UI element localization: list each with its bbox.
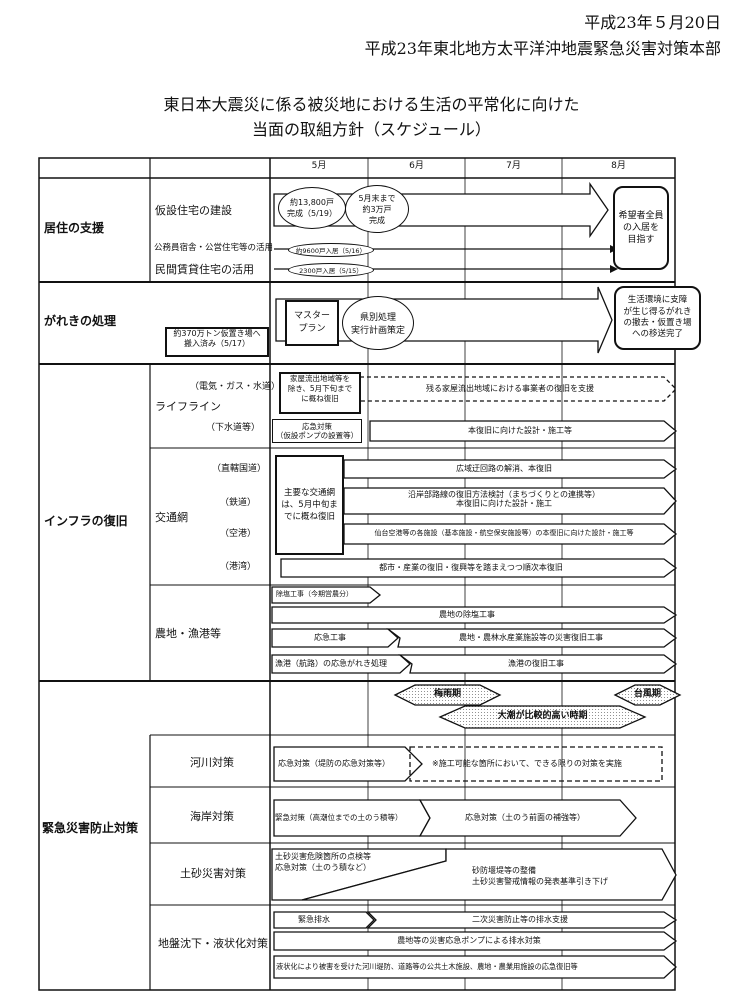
river-emergency-text: 応急対策（堤防の応急対策等） (278, 759, 390, 768)
typhoon-season-label: 台風期 (633, 689, 661, 699)
subsidence-repair-arrow (273, 955, 677, 979)
subsidence-support-arrow (366, 911, 678, 929)
infra-section-label: インフラの復旧 (44, 514, 128, 528)
airport-arrow (343, 523, 678, 545)
agri-emergency-arrow (271, 628, 399, 648)
transport-sub-national-road: （直轄国道） (212, 464, 267, 474)
transport-restored-box: 主要な交通網 は、5月中旬ま でに概ね復旧 (275, 455, 344, 555)
transport-sub-railway: （鉄道） (220, 498, 257, 508)
subsidence-pump-arrow (273, 931, 678, 951)
month-july: 7月 (506, 161, 521, 171)
agri-desalt-arrow (271, 606, 678, 624)
rail-arrow (343, 487, 677, 515)
rainy-season-diamond (393, 684, 502, 706)
river-note-text: ※施工可能な箇所において、できる限りの対策を実施 (432, 759, 622, 768)
transport-label: 交通網 (155, 511, 188, 524)
document-title-line1: 東日本大震災に係る被災地における生活の平常化に向けた (163, 95, 580, 114)
port-arrow (280, 558, 678, 578)
agri-desalt-short-arrow (271, 586, 382, 604)
month-june: 6月 (409, 161, 424, 171)
port-text: 都市・産業の復旧・復興等を踏まえつつ順次本復旧 (379, 563, 563, 572)
river-arrow (273, 746, 423, 782)
subsidence-pump-text: 農地等の災害応急ポンプによる排水対策 (397, 936, 541, 945)
sediment-label: 土砂災害対策 (180, 867, 246, 880)
debris-section-label: がれきの処理 (44, 314, 117, 328)
sediment-works-arrow (301, 848, 677, 901)
housing-target-oval: 5月末まで 約3万戸 完成 (345, 185, 409, 233)
subsidence-repair-text: 液状化により被害を受けた河川堤防、道路等の公共土木施設、農地・農業用施設の応急復… (276, 962, 578, 971)
high-tide-diamond (438, 705, 647, 729)
road-arrow (343, 459, 678, 479)
sewer-restoration-text: 本復旧に向けた設計・施工等 (468, 426, 572, 435)
masterplan-box: マスター プラン (285, 300, 339, 346)
row-private-housing: 民間賃貸住宅の活用 (155, 263, 254, 276)
agri-restoration-arrow (386, 628, 678, 648)
debris-goal-box: 生活環境に支障 が生じ得るがれき の撤去・仮置き場 への移送完了 (614, 286, 701, 350)
high-tide-label: 大潮が比較的高い時期 (497, 711, 588, 721)
subsidence-drain-text: 緊急排水 (298, 915, 330, 924)
sediment-works-text: 砂防堰堤等の整備 土砂災害警戒情報の発表基準引き下げ (472, 866, 608, 886)
subsidence-support-text: 二次災害防止等の排水支援 (472, 915, 568, 924)
debris-transported-note: 約370万トン仮置き場へ 搬入済み（5/17） (165, 327, 269, 357)
port-restoration-arrow (398, 654, 678, 674)
subsidence-drain-arrow (273, 911, 375, 929)
lifeline-sub-sewer: （下水道等） (206, 423, 261, 433)
port-debris-arrow (271, 654, 411, 674)
river-note-arrow (409, 746, 663, 782)
agri-desalt-text: 農地の除塩工事 (439, 610, 495, 619)
lifeline-support-text: 残る家屋流出地域における事業者の復旧を支援 (426, 384, 594, 393)
lifeline-label: ライフライン (155, 400, 221, 413)
row-public-housing: 公務員宿舎・公営住宅等の活用 (154, 243, 274, 253)
disaster-section-label: 緊急災害防止対策 (42, 821, 139, 835)
subsidence-label: 地盤沈下・液状化対策 (158, 937, 268, 950)
rainy-season-label: 梅雨期 (433, 689, 461, 699)
coast-emergency-text: 緊急対策（高潮位までの土のう積等） (275, 813, 403, 822)
coast-urgent-arrow (418, 799, 637, 837)
agri-emergency-text: 応急工事 (314, 633, 346, 642)
lifeline-restored-box: 家屋流出地域等を 除き、5月下旬まで に概ね復旧 (279, 372, 361, 414)
coast-urgent-text: 応急対策（土のう前面の補強等） (465, 813, 585, 822)
lifeline-sub-utilities: （電気・ガス・水道） (190, 382, 281, 392)
issuing-organization: 平成23年東北地方太平洋沖地震緊急災害対策本部 (364, 39, 721, 58)
prefectural-plan-oval: 県別処理 実行計画策定 (342, 296, 414, 350)
river-label: 河川対策 (190, 756, 234, 769)
airport-text: 仙台空港等の各施設（基本施設・航空保安施設等）の本復旧に向けた設計・施工等 (374, 529, 634, 537)
housing-completed-oval: 約13,800戸 完成（5/19） (278, 187, 346, 229)
document-date: 平成23年５月20日 (584, 13, 721, 32)
rail-text: 沿岸部路線の復旧方法検討（まちづくりとの連携等） 本復旧に向けた設計・施工 (408, 490, 600, 508)
housing-goal-box: 希望者全員 の入居を 目指す (613, 186, 669, 270)
sewer-arrow (369, 420, 678, 442)
row-temporary-housing: 仮設住宅の建設 (155, 204, 232, 217)
coast-label: 海岸対策 (190, 810, 234, 823)
housing-section-label: 居住の支援 (44, 221, 105, 235)
agri-restoration-text: 農地・農林水産業施設等の災害復旧工事 (459, 633, 603, 642)
road-text: 広域迂回路の解消、本復旧 (456, 464, 552, 473)
sediment-emergency-text: 土砂災害危険箇所の点検等 応急対策（土のう積など） (275, 852, 371, 872)
public-housing-oval: 約9600戸入居（5/16） (288, 243, 374, 257)
typhoon-season-diamond (613, 684, 682, 706)
port-debris-text: 漁港（航路）の応急がれき処理 (275, 659, 387, 668)
private-housing-oval: 2300戸入居（5/15） (288, 263, 374, 277)
month-august: 8月 (611, 161, 626, 171)
document-title-line2: 当面の取組方針（スケジュール） (252, 120, 491, 139)
agri-label: 農地・漁港等 (155, 627, 221, 640)
transport-sub-port: （港湾） (220, 562, 257, 572)
sewer-emergency-box: 応急対策 （仮設ポンプの設置等） (272, 419, 362, 443)
agri-desalt-short-text: 除塩工事（今期営農分） (276, 590, 353, 598)
transport-sub-airport: （空港） (220, 529, 257, 539)
port-restoration-text: 漁港の復旧工事 (508, 659, 564, 668)
month-may: 5月 (311, 161, 327, 171)
